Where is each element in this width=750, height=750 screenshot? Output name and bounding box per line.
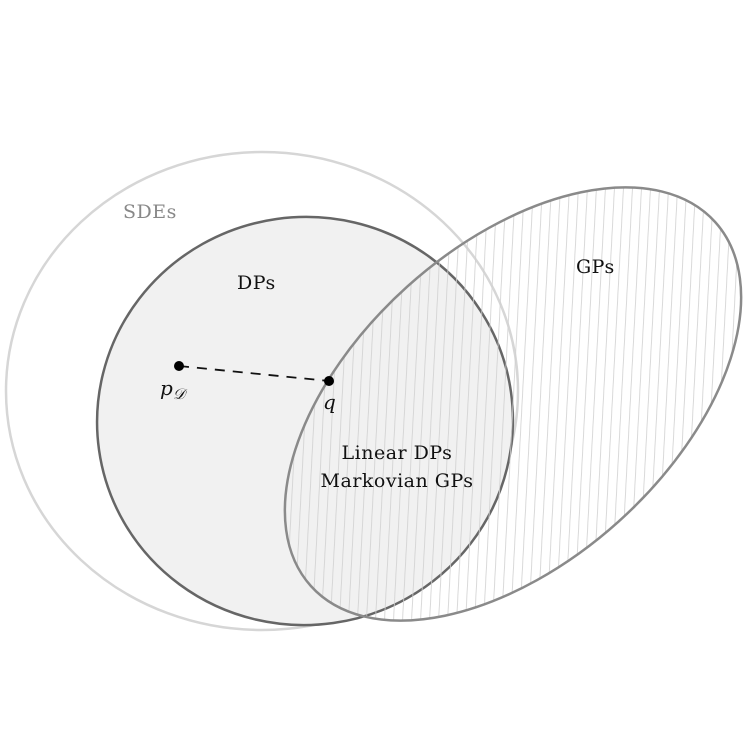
sdes-label: SDEs [123, 201, 177, 223]
point-p-subscript: 𝒟 [173, 385, 188, 403]
distance-dashed-line [178, 365, 330, 382]
intersection-label-line1: Linear DPs [342, 442, 453, 464]
point-p-marker [174, 361, 184, 371]
intersection-label-line2: Markovian GPs [321, 470, 474, 492]
point-p-symbol: p [160, 376, 173, 400]
gps-set [283, 186, 743, 622]
point-q-label: q [323, 390, 336, 414]
point-q-marker [324, 376, 334, 386]
point-p-label: p𝒟 [160, 376, 188, 403]
dps-label: DPs [237, 272, 276, 294]
gps-label: GPs [576, 256, 615, 278]
